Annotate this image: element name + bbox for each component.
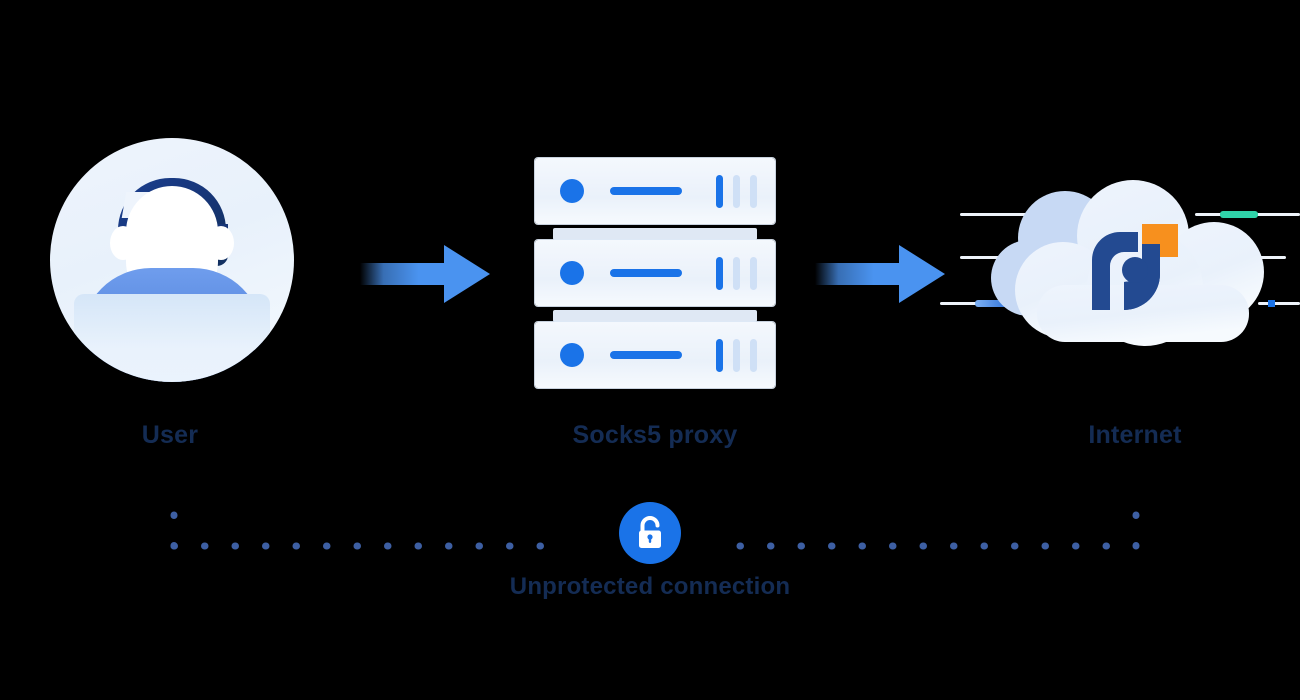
decor-line-mid-left xyxy=(960,256,1002,259)
node-label-internet: Internet xyxy=(1088,421,1182,449)
decor-segment-teal xyxy=(1220,211,1258,218)
decor-segment-blue xyxy=(975,300,1011,307)
decor-line-top-left xyxy=(960,213,1085,216)
node-label-proxy: Socks5 proxy xyxy=(572,421,738,449)
decor-line-mid-right xyxy=(1258,256,1286,259)
unlocked-padlock-icon xyxy=(619,502,681,564)
status-dot-icon xyxy=(560,179,584,203)
drive-sticks-icon xyxy=(716,175,757,208)
drive-sticks-icon xyxy=(716,339,757,372)
status-bar-icon xyxy=(610,187,682,195)
server-divider xyxy=(553,310,757,322)
node-label-user: User xyxy=(141,421,199,449)
server-rack-icon xyxy=(535,158,775,388)
status-dot-icon xyxy=(560,343,584,367)
user-avatar-icon xyxy=(50,138,294,382)
status-bar-icon xyxy=(610,351,682,359)
server-unit xyxy=(535,322,775,388)
status-bar-icon xyxy=(610,269,682,277)
status-dot-icon xyxy=(560,261,584,285)
laptop-icon xyxy=(74,294,270,382)
server-unit xyxy=(535,240,775,306)
arrow-proxy-to-internet-icon xyxy=(815,243,945,305)
cloud-icon xyxy=(985,180,1275,350)
connection-label: Unprotected connection xyxy=(509,573,791,600)
decor-line-bottom-right xyxy=(1258,302,1300,305)
arrow-user-to-proxy-icon xyxy=(360,243,490,305)
server-unit xyxy=(535,158,775,224)
decor-square-dot xyxy=(1268,300,1275,307)
drive-sticks-icon xyxy=(716,257,757,290)
server-divider xyxy=(553,228,757,240)
proxy-brand-logo-icon xyxy=(1090,222,1180,314)
